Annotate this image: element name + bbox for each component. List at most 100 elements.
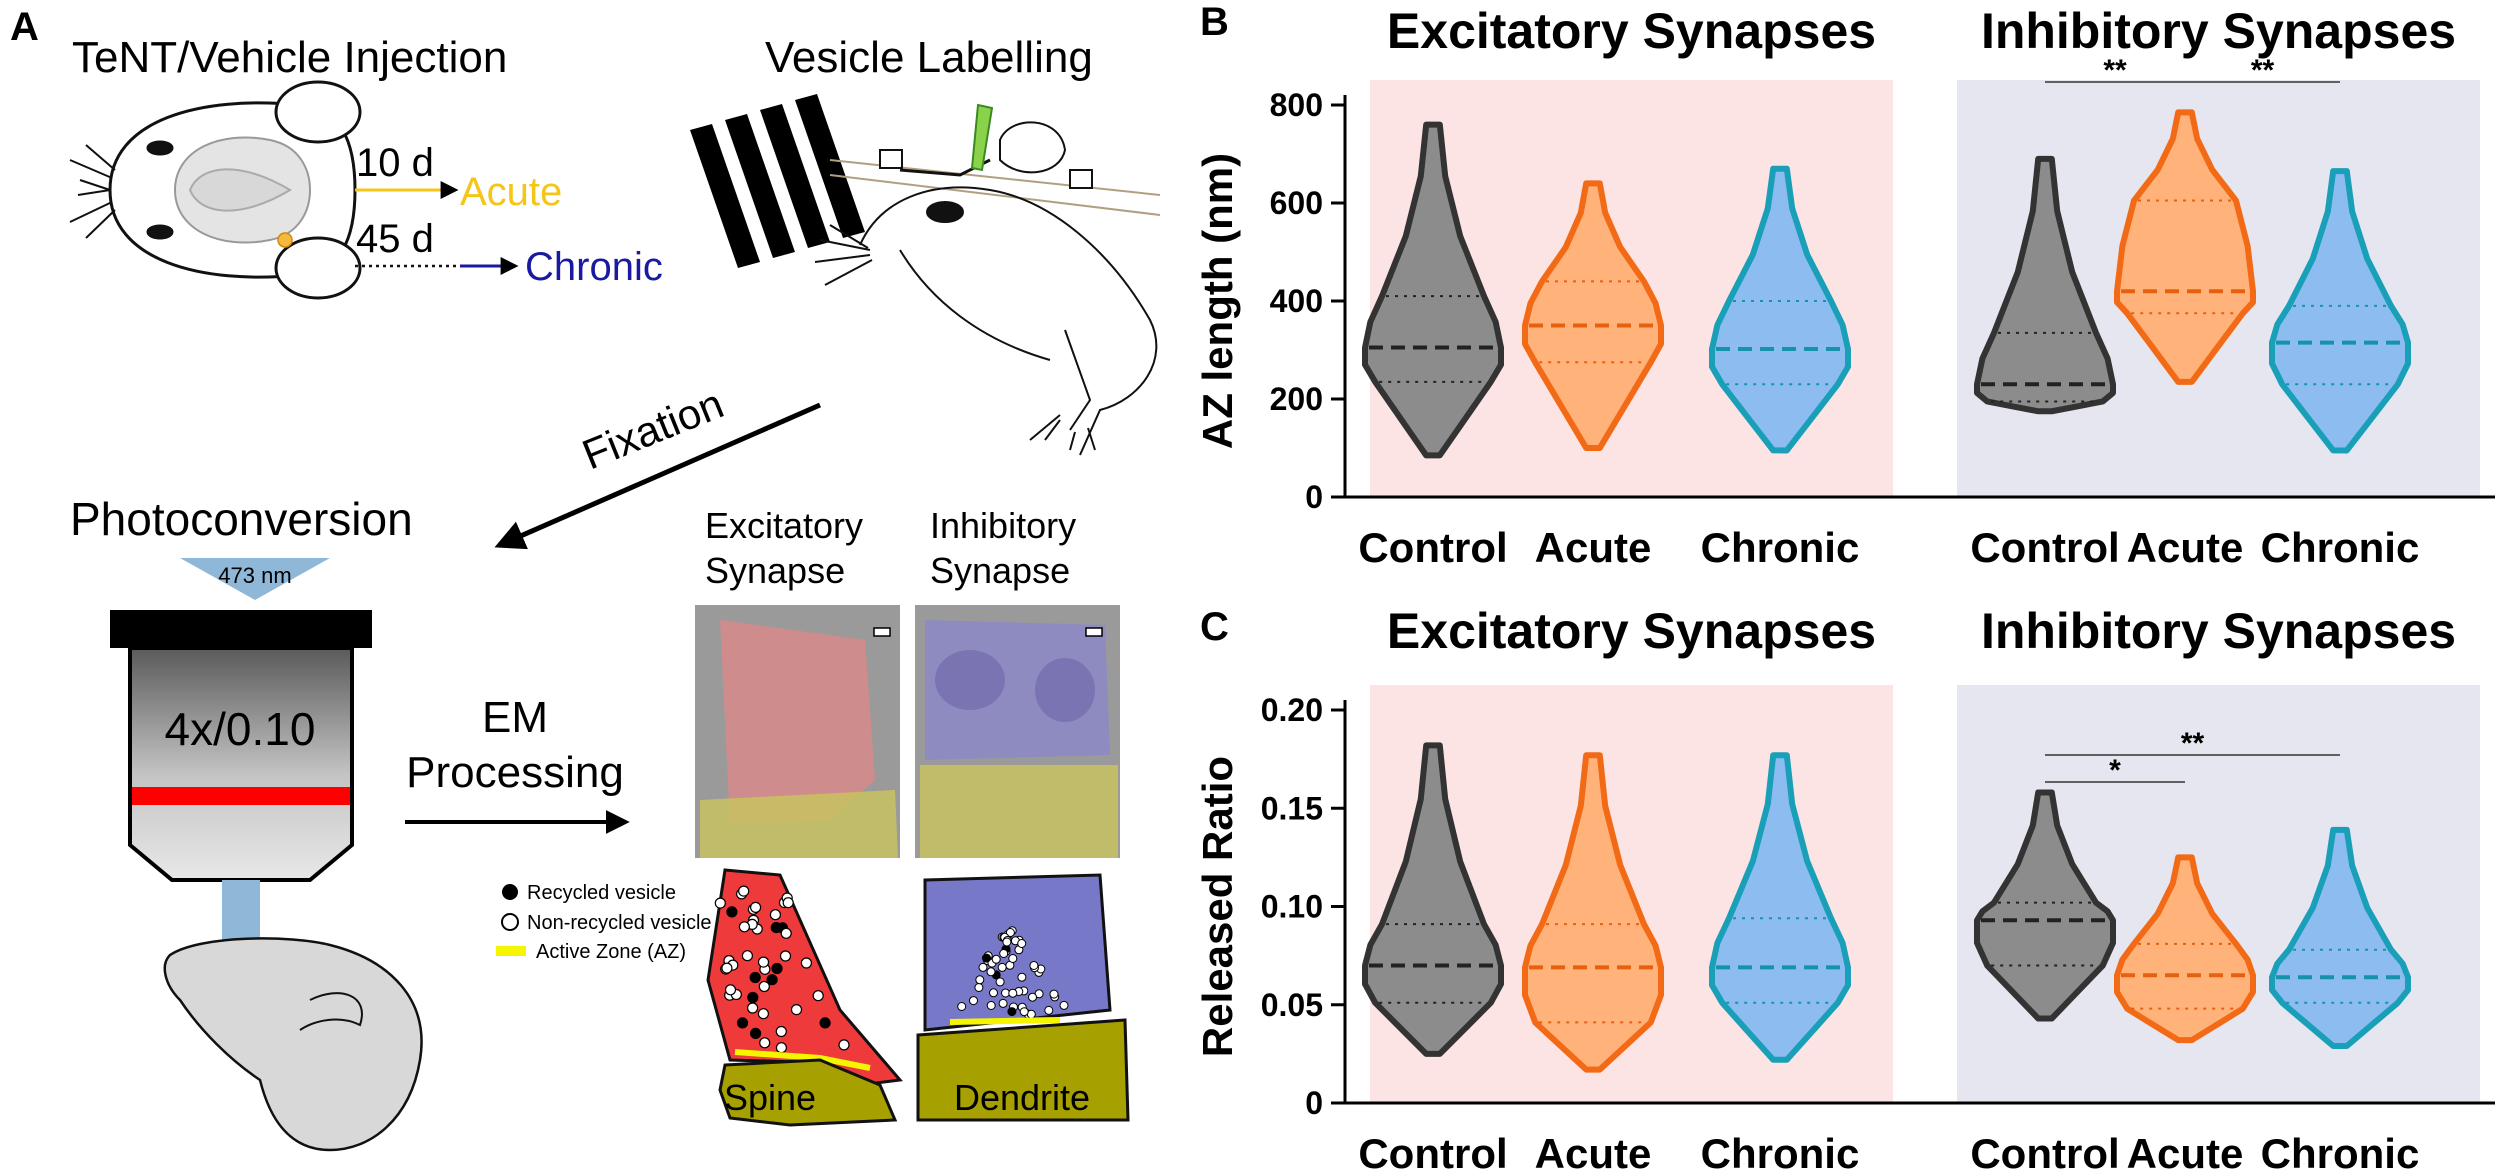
panel-label: C [1200,605,1229,649]
vesicle-dot [1028,992,1037,1002]
vesicle-dot [819,1017,831,1029]
vesicle-dot [1019,1007,1029,1017]
em-label-line1: EM [482,693,548,742]
exc-synapse-title-line1: Excitatory [705,505,863,546]
photoconversion-title: Photoconversion [70,493,413,545]
vesicle-dot [982,953,991,963]
vesicle-dot [790,1003,803,1016]
x-tick-label: Acute [1535,524,1652,571]
vesicle-dot [1008,954,1018,963]
y-tick-label: 0.05 [1261,987,1323,1023]
objective-cap [110,610,372,648]
vesicle-dot [999,949,1009,958]
mouse-side-drawing [814,121,1161,456]
x-tick-label: Chronic [2261,1130,2420,1174]
vesicle-dot [998,998,1008,1008]
violin-control [1974,789,2116,1022]
vesicle-dot [1001,988,1010,998]
vesicle-dot [769,909,782,921]
vesicle-dot [975,975,985,985]
x-tick-label: Control [1358,524,1507,571]
violin-acute [2114,854,2256,1044]
fixation-arrow [494,402,822,550]
panel-a: A TeNT/Vehicle Injection Vesicle Labelli… [10,5,1161,1152]
excitatory-group-title: Excitatory Synapses [1387,603,1876,659]
violin-control [1362,121,1504,459]
vesicle-dot [771,962,783,975]
y-tick-label: 600 [1270,185,1323,221]
acute-days: 10 d [356,141,434,185]
panel-c-chart: C Excitatory Synapses Inhibitory Synapses 0… [1194,603,2495,1174]
panel-label: B [1200,0,1229,44]
excitatory-group-title: Excitatory Synapses [1387,3,1876,59]
violin-chronic [1709,752,1851,1063]
em-micrograph-inhibitory [915,605,1120,858]
vesicle-dot [766,974,778,986]
vesicle-dot [749,1027,762,1040]
vesicle-legend: Recycled vesicle Non-recycled vesicle Ac… [496,882,712,963]
vesicle-dot [779,950,792,962]
significance-label: ** [2181,727,2205,760]
vesicle-dot [1008,988,1018,998]
em-label-line2: Processing [406,748,624,797]
excitatory-vesicles [714,885,850,1054]
violin-acute [1522,180,1664,451]
excitatory-schematic: Spine [706,868,903,1127]
vesicle-dot [986,1001,996,1010]
injection-pipette [970,103,994,172]
vesicle-dot [1002,937,1012,947]
vesicle-dot [800,957,813,969]
inhibitory-group-title: Inhibitory Synapses [1981,3,2456,59]
objective-body [128,646,354,882]
x-tick-label: Control [1970,1130,2119,1174]
vesicle-dot [775,1042,788,1054]
y-tick-label: 0 [1305,1085,1323,1121]
chronic-label: Chronic [525,245,663,289]
spine-label: Spine [724,1077,816,1118]
vesicle-dot [1059,1000,1069,1010]
vesicle-dot [775,1025,787,1038]
x-tick-label: Acute [2127,524,2244,571]
significance-label: * [2109,754,2121,787]
active-zone-icon [496,946,526,956]
vesicle-dot [957,1002,967,1011]
vesicle-dot [782,897,794,909]
violin-control [1974,155,2116,415]
spine-shape [718,1058,898,1127]
y-tick-label: 800 [1270,87,1323,123]
recycled-vesicle-icon [502,884,518,900]
inhibitory-group-title: Inhibitory Synapses [1981,603,2456,659]
mouse-head-drawing [69,80,362,300]
y-axis-label: Released Ratio [1194,756,1241,1057]
chronic-days: 45 d [356,217,434,261]
exc-synapse-title-line2: Synapse [705,550,845,591]
vesicle-dot [747,991,759,1004]
violin-acute [2114,109,2256,385]
x-tick-label: Acute [1535,1130,1652,1174]
visual-stimulus-gratings [690,94,865,268]
vesicle-dot [995,977,1005,987]
labelling-title: Vesicle Labelling [765,33,1093,82]
inhibitory-vesicles [957,926,1069,1019]
vesicle-dot [749,901,762,914]
fixation-label: Fixation [576,380,730,479]
vesicle-dot [838,1039,850,1051]
x-tick-label: Control [1970,524,2119,571]
vesicle-dot [714,897,726,909]
hippocampus-outline [299,992,363,1031]
vesicle-dot [741,950,754,962]
vesicle-dot [969,996,978,1006]
vesicle-dot [1049,989,1059,999]
vesicle-dot [746,1002,759,1014]
dendrite-label: Dendrite [954,1077,1090,1118]
inh-synapse-title-line2: Synapse [930,550,1070,591]
vesicle-dot [758,980,770,993]
vesicle-dot [1007,1007,1017,1017]
significance-label: ** [2103,54,2127,87]
inhibitory-active-zone [949,1017,1061,1025]
nonrecycled-vesicle-icon [501,913,519,931]
y-axis-label: AZ length (nm) [1194,153,1241,449]
wavelength-label: 473 nm [218,563,291,588]
vesicle-dot [986,967,996,977]
